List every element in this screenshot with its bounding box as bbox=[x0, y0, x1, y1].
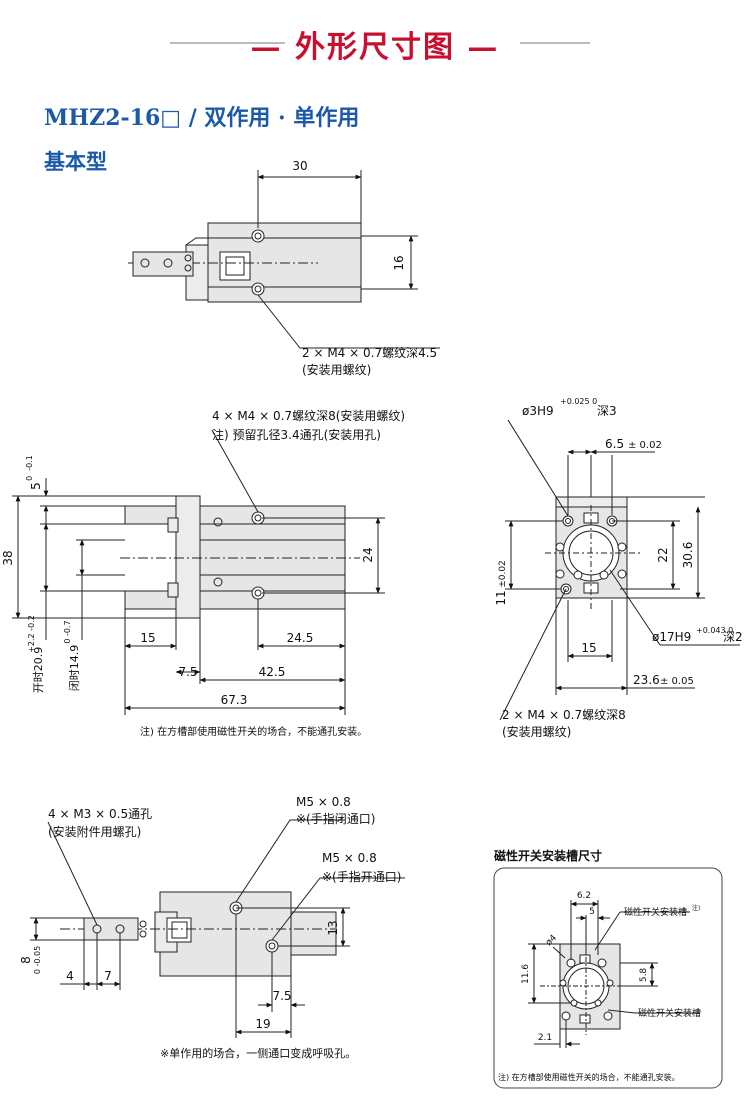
bottom-note-usage: (安装附件用螺孔) bbox=[48, 824, 141, 839]
top-dim-16: 16 bbox=[392, 255, 406, 270]
front-close-tol: 0 -0.7 bbox=[63, 620, 72, 643]
bottom-dim-7-5: 7.5 bbox=[272, 989, 291, 1003]
side-dim-22: 22 bbox=[656, 547, 670, 562]
front-dim-24: 24 bbox=[361, 547, 375, 562]
slot-dim-5-8: 5.8 bbox=[639, 968, 649, 983]
slot-dim-2-1: 2.1 bbox=[538, 1033, 552, 1043]
front-close-label: 闭时14.9 bbox=[68, 645, 81, 692]
side-dim-23-6-tol: ± 0.05 bbox=[660, 676, 694, 687]
bottom-dim-19: 19 bbox=[255, 1017, 270, 1031]
side-dim-11-tol: ±0.02 bbox=[498, 560, 508, 588]
front-dim-67-3: 67.3 bbox=[221, 693, 248, 707]
header-rule-right bbox=[520, 42, 590, 44]
front-dim-38: 38 bbox=[1, 550, 15, 565]
side-note-usage: (安装用螺纹) bbox=[502, 724, 571, 739]
bottom-footnote: ※单作用的场合，一侧通口变成呼吸孔。 bbox=[160, 1046, 356, 1060]
side-view bbox=[499, 419, 740, 721]
slot-label-b: 磁性开关安装槽 bbox=[638, 1007, 701, 1019]
front-dim-42-5: 42.5 bbox=[259, 665, 286, 679]
front-note-hole: 注) 预留孔径3.4通孔(安装用孔) bbox=[212, 427, 381, 442]
side-hole-depth: 深3 bbox=[597, 404, 617, 418]
slot-dim-11-6: 11.6 bbox=[521, 964, 531, 984]
side-dim-30-6: 30.6 bbox=[681, 542, 695, 569]
side-bore-tol: +0.043 0 bbox=[696, 626, 733, 635]
side-dim-6-5-tol: ± 0.02 bbox=[628, 440, 662, 451]
bottom-m5-close: M5 × 0.8 bbox=[296, 795, 351, 809]
side-dim-6-5: 6.5 bbox=[605, 437, 624, 451]
front-dim-24-5: 24.5 bbox=[287, 631, 314, 645]
side-dim-15: 15 bbox=[581, 641, 596, 655]
front-view bbox=[12, 429, 385, 715]
page-title: — 外形尺寸图 — bbox=[250, 30, 500, 65]
front-open-label: 开时20.9 bbox=[32, 647, 45, 694]
header-rule-left bbox=[170, 42, 285, 44]
front-dim-15: 15 bbox=[140, 631, 155, 645]
bottom-m5-open-note: ※(手指开通口) bbox=[322, 869, 401, 884]
slot-label-a-sup: 注) bbox=[692, 904, 700, 912]
bottom-m5-open: M5 × 0.8 bbox=[322, 851, 377, 865]
slot-detail bbox=[493, 867, 723, 1089]
top-dim-30: 30 bbox=[292, 159, 307, 173]
side-hole-note: ø3H9 bbox=[522, 404, 554, 418]
front-footnote: 注) 在方槽部使用磁性开关的场合，不能通孔安装。 bbox=[140, 725, 367, 738]
model-title: MHZ2-16□ / 双作用 · 单作用 bbox=[44, 105, 360, 131]
bottom-dim-8: 8 bbox=[19, 956, 33, 964]
top-view bbox=[128, 170, 440, 349]
top-note-thread-usage: (安装用螺纹) bbox=[302, 362, 371, 377]
front-dim-5: 5 bbox=[29, 482, 43, 490]
bottom-dim-7: 7 bbox=[104, 969, 112, 983]
side-bore-note: ø17H9 bbox=[652, 630, 691, 644]
bottom-dim-4: 4 bbox=[66, 969, 74, 983]
slot-title: 磁性开关安装槽尺寸 bbox=[493, 848, 602, 863]
side-note-thread: 2 × M4 × 0.7螺纹深8 bbox=[502, 708, 626, 722]
side-hole-tol: +0.025 0 bbox=[560, 397, 597, 406]
side-dim-23-6: 23.6 bbox=[633, 673, 660, 687]
front-note-thread: 4 × M4 × 0.7螺纹深8(安装用螺纹) bbox=[212, 408, 405, 423]
model-subtitle: 基本型 bbox=[44, 149, 107, 174]
slot-footnote: 注) 在方槽部使用磁性开关的场合，不能通孔安装。 bbox=[498, 1072, 680, 1082]
bottom-dim-13: 13 bbox=[326, 920, 340, 935]
slot-dim-5: 5 bbox=[589, 907, 595, 917]
slot-label-a: 磁性开关安装槽 bbox=[624, 906, 687, 918]
top-note-thread: 2 × M4 × 0.7螺纹深4.5 bbox=[302, 346, 437, 360]
side-dim-11: 11 bbox=[494, 590, 508, 605]
slot-dim-6-2: 6.2 bbox=[577, 891, 591, 901]
slot-dim-4: ø4 bbox=[544, 933, 559, 948]
bottom-dim-8-tol: 0 -0.05 bbox=[33, 946, 42, 974]
front-dim-7-5: 7.5 bbox=[178, 665, 197, 679]
front-dim-5-tol: 0 -0.1 bbox=[25, 455, 34, 481]
bottom-m5-close-note: ※(手指闭通口) bbox=[296, 811, 375, 826]
side-bore-depth: 深2 bbox=[723, 630, 743, 644]
bottom-note-thread: 4 × M3 × 0.5通孔 bbox=[48, 807, 152, 821]
bottom-view bbox=[30, 819, 405, 1038]
front-open-tol: +2.2 -0.2 bbox=[27, 615, 36, 653]
